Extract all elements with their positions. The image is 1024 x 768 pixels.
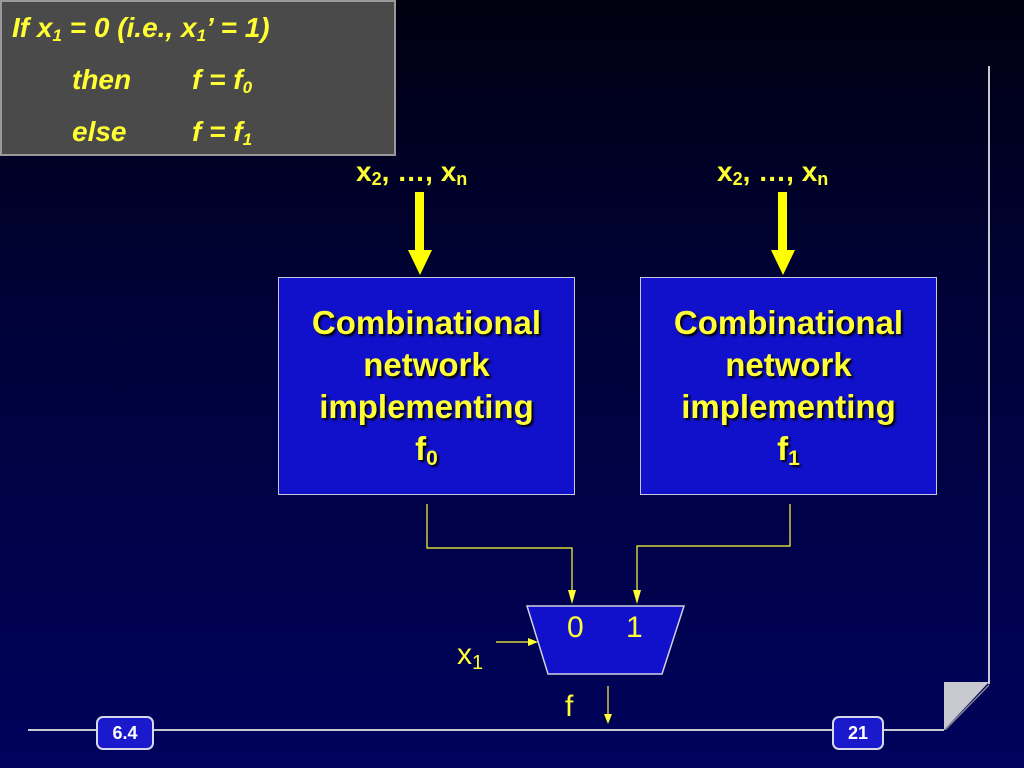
combinational-network-f1: Combinational network implementing f1 [640, 277, 937, 495]
page-curl-shadow [944, 684, 989, 730]
wire-f0 [426, 504, 573, 592]
wire-f1-arrowhead [633, 590, 641, 604]
mux-output-label: f [565, 690, 574, 723]
section-number-badge: 6.4 [96, 716, 154, 750]
block-f0-line3: implementing [319, 388, 534, 425]
page-curl [944, 682, 989, 730]
input-arrow-left [408, 192, 432, 275]
condition-box: If x1 = 0 (i.e., x1’ = 1) then f = f0 el… [0, 0, 396, 156]
inputs-label-left: x2, …, xn [356, 156, 468, 189]
wire-f1 [636, 504, 791, 592]
multiplexer [525, 605, 686, 675]
else-keyword: else [72, 116, 127, 147]
block-f1-line2: network [725, 346, 852, 383]
mux-input-0-label: 0 [567, 611, 584, 644]
combinational-network-f0: Combinational network implementing f0 [278, 277, 575, 495]
then-keyword: then [72, 64, 132, 95]
wire-f0-arrowhead [568, 590, 576, 604]
block-f0-line2: network [363, 346, 490, 383]
block-f1-line1: Combinational [673, 304, 904, 341]
block-f0-line1: Combinational [311, 304, 542, 341]
select-wire-arrowhead [528, 638, 538, 646]
block-f0-function: f0 [415, 430, 438, 470]
mux-select-label: x1 [457, 638, 484, 674]
page-number-badge: 21 [832, 716, 884, 750]
then-expression: f = f0 [192, 64, 253, 97]
else-expression: f = f1 [192, 116, 253, 149]
block-f1-function: f1 [777, 430, 800, 470]
inputs-label-right: x2, …, xn [717, 156, 829, 189]
block-f1-line3: implementing [681, 388, 896, 425]
output-wire-arrowhead [604, 714, 612, 724]
mux-input-1-label: 1 [626, 611, 643, 644]
input-arrow-right [771, 192, 795, 275]
if-line: If x1 = 0 (i.e., x1’ = 1) [12, 12, 270, 45]
